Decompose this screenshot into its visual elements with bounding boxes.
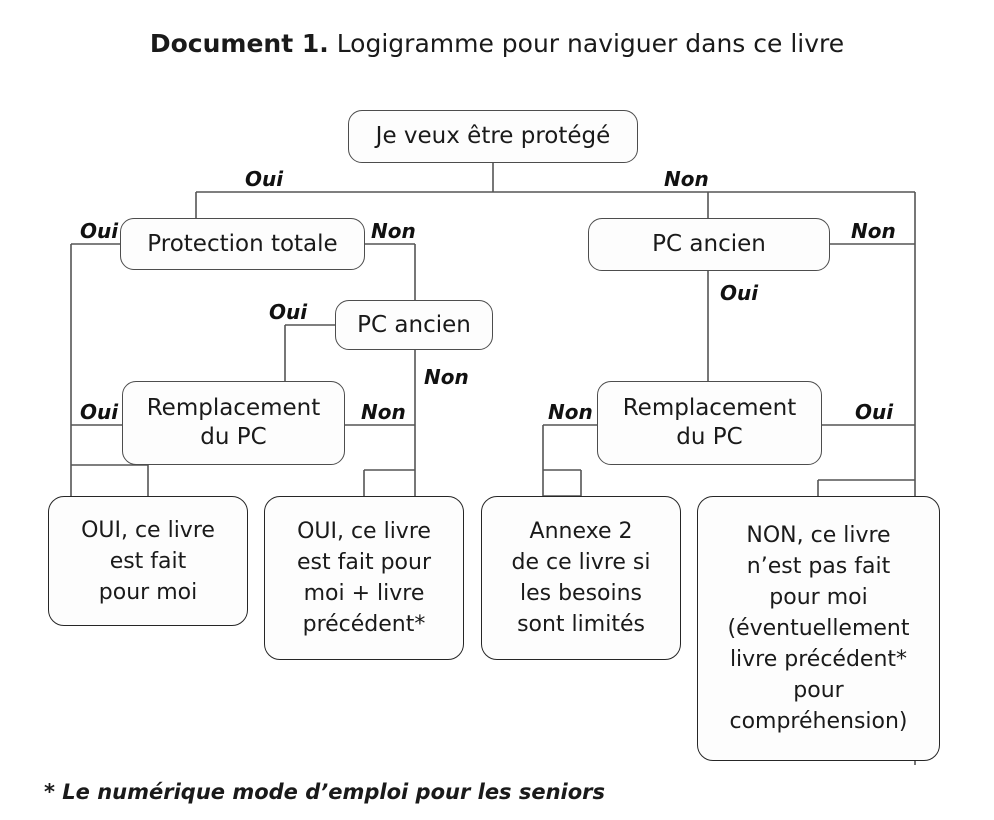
edge-label-remp-right-non: Non [546,400,595,424]
node-protection-totale[interactable]: Protection totale [120,218,365,270]
terminal-oui-plus[interactable]: OUI, ce livre est fait pour moi + livre … [264,496,464,660]
node-protection-totale-label: Protection totale [147,230,338,257]
edge-label-remp-left-oui: Oui [78,400,121,424]
page-title: Document 1. Logigramme pour naviguer dan… [0,28,994,60]
node-remplacement-right[interactable]: Remplacement du PC [597,381,822,465]
terminal-annexe[interactable]: Annexe 2 de ce livre si les besoins sont… [481,496,681,660]
edge-label-pc-right-non: Non [849,219,898,243]
node-root-label: Je veux être protégé [375,123,611,149]
edge-label-remp-right-oui: Oui [853,400,896,424]
node-remplacement-right-label: Remplacement du PC [622,395,797,450]
footnote: * Le numérique mode d’emploi pour les se… [44,780,606,804]
edge-label-root-oui: Oui [243,167,286,191]
node-pc-ancien-right-label: PC ancien [652,231,766,257]
edge-label-pc-left-non: Non [422,365,471,389]
terminal-oui-simple[interactable]: OUI, ce livre est fait pour moi [48,496,248,626]
terminal-annexe-label: Annexe 2 de ce livre si les besoins sont… [511,519,651,637]
edge-label-protection-oui: Oui [78,219,121,243]
document-label: Document 1. [149,29,329,58]
node-remplacement-left-label: Remplacement du PC [146,395,321,450]
node-pc-ancien-right[interactable]: PC ancien [588,218,830,271]
edge-label-root-non: Non [662,167,711,191]
terminal-oui-plus-label: OUI, ce livre est fait pour moi + livre … [297,519,431,637]
edge-label-protection-non: Non [369,219,418,243]
node-pc-ancien-left[interactable]: PC ancien [335,300,493,350]
edge-label-pc-right-oui: Oui [718,281,761,305]
node-remplacement-left[interactable]: Remplacement du PC [122,381,345,465]
edge-label-remp-left-non: Non [359,400,408,424]
node-pc-ancien-left-label: PC ancien [357,311,471,338]
terminal-oui-simple-label: OUI, ce livre est fait pour moi [81,517,215,605]
document-title-rest: Logigramme pour naviguer dans ce livre [328,29,845,58]
terminal-non[interactable]: NON, ce livre n’est pas fait pour moi (é… [697,496,940,761]
edge-label-pc-left-oui: Oui [267,300,310,324]
terminal-non-label: NON, ce livre n’est pas fait pour moi (é… [727,523,910,734]
node-root[interactable]: Je veux être protégé [348,110,638,163]
